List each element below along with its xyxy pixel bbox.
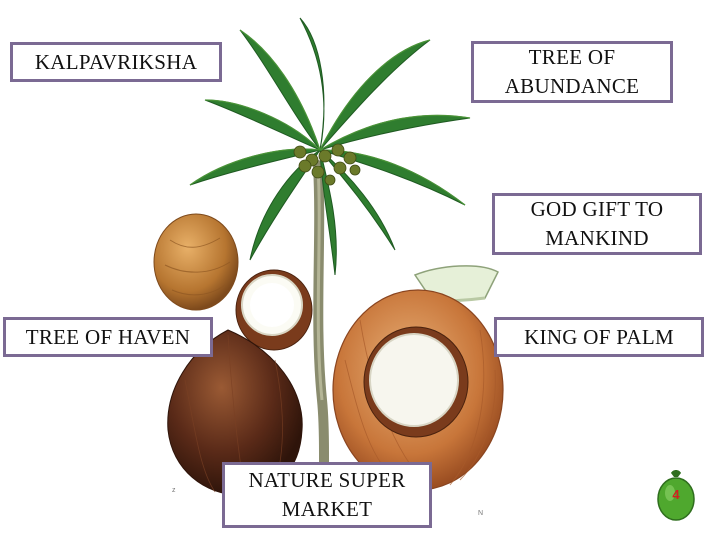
label-god-gift-to-mankind: GOD GIFT TO MANKIND	[492, 193, 702, 255]
plate-letter-n: N	[478, 510, 484, 517]
label-tree-of-haven: TREE OF HAVEN	[3, 317, 213, 357]
label-kalpavriksha: KALPAVRIKSHA	[10, 42, 222, 82]
label-tree-of-abundance: TREE OF ABUNDANCE	[471, 41, 673, 103]
page-number: 4	[672, 487, 680, 502]
dry-coconut	[153, 213, 239, 311]
nut-cluster	[293, 143, 361, 186]
label-nature-super-market: NATURE SUPER MARKET	[222, 462, 432, 528]
green-coconut-icon	[657, 470, 695, 521]
label-king-of-palm: KING OF PALM	[494, 317, 704, 357]
plate-letter-z: z	[172, 487, 176, 494]
